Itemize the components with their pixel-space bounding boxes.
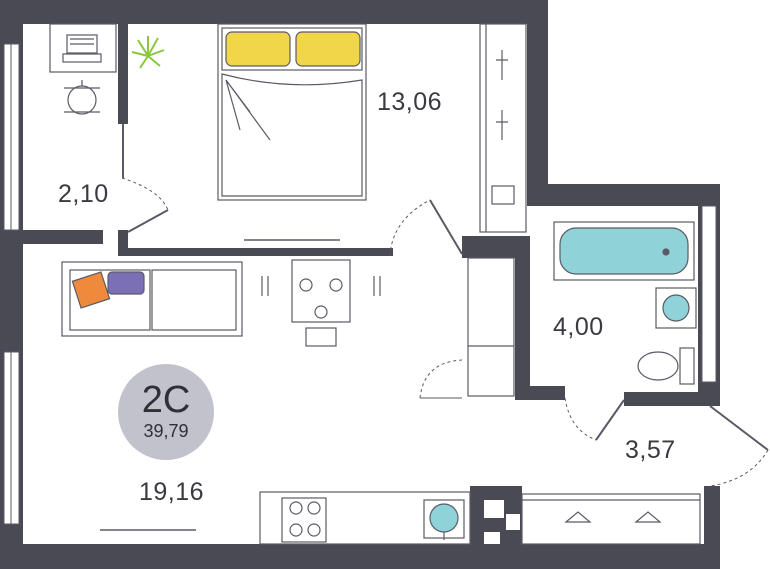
room-area-living: 19,16 [139,478,205,506]
room-area-wardrobe: 3,57 [625,436,676,464]
entrance-wardrobe [521,493,701,545]
apartment-code: 2С [141,379,191,421]
corridor-cabinet [467,257,515,397]
bedroom-wardrobe [479,23,527,233]
kitchen-counter [259,491,471,545]
bedroom-door [389,199,463,257]
radiators [100,239,340,531]
dining-table [261,259,381,347]
room-area-bathroom: 4,00 [553,313,604,341]
windows [3,43,717,525]
niche-cutouts [484,500,520,544]
apartment-total-area: 39,79 [143,421,189,441]
entrance-door [709,405,769,487]
plant-icon [131,36,165,69]
room-area-office: 2,10 [58,180,109,208]
bed [217,23,367,201]
office-door [121,124,169,233]
bathtub [553,221,695,281]
toilet [637,347,695,385]
apartment-badge: 2С 39,79 [118,364,214,460]
room-area-bedroom: 13,06 [377,88,443,116]
sofa [61,261,243,337]
bathroom-door [419,359,625,441]
office-desk [49,23,117,115]
bath-sink [655,287,697,329]
